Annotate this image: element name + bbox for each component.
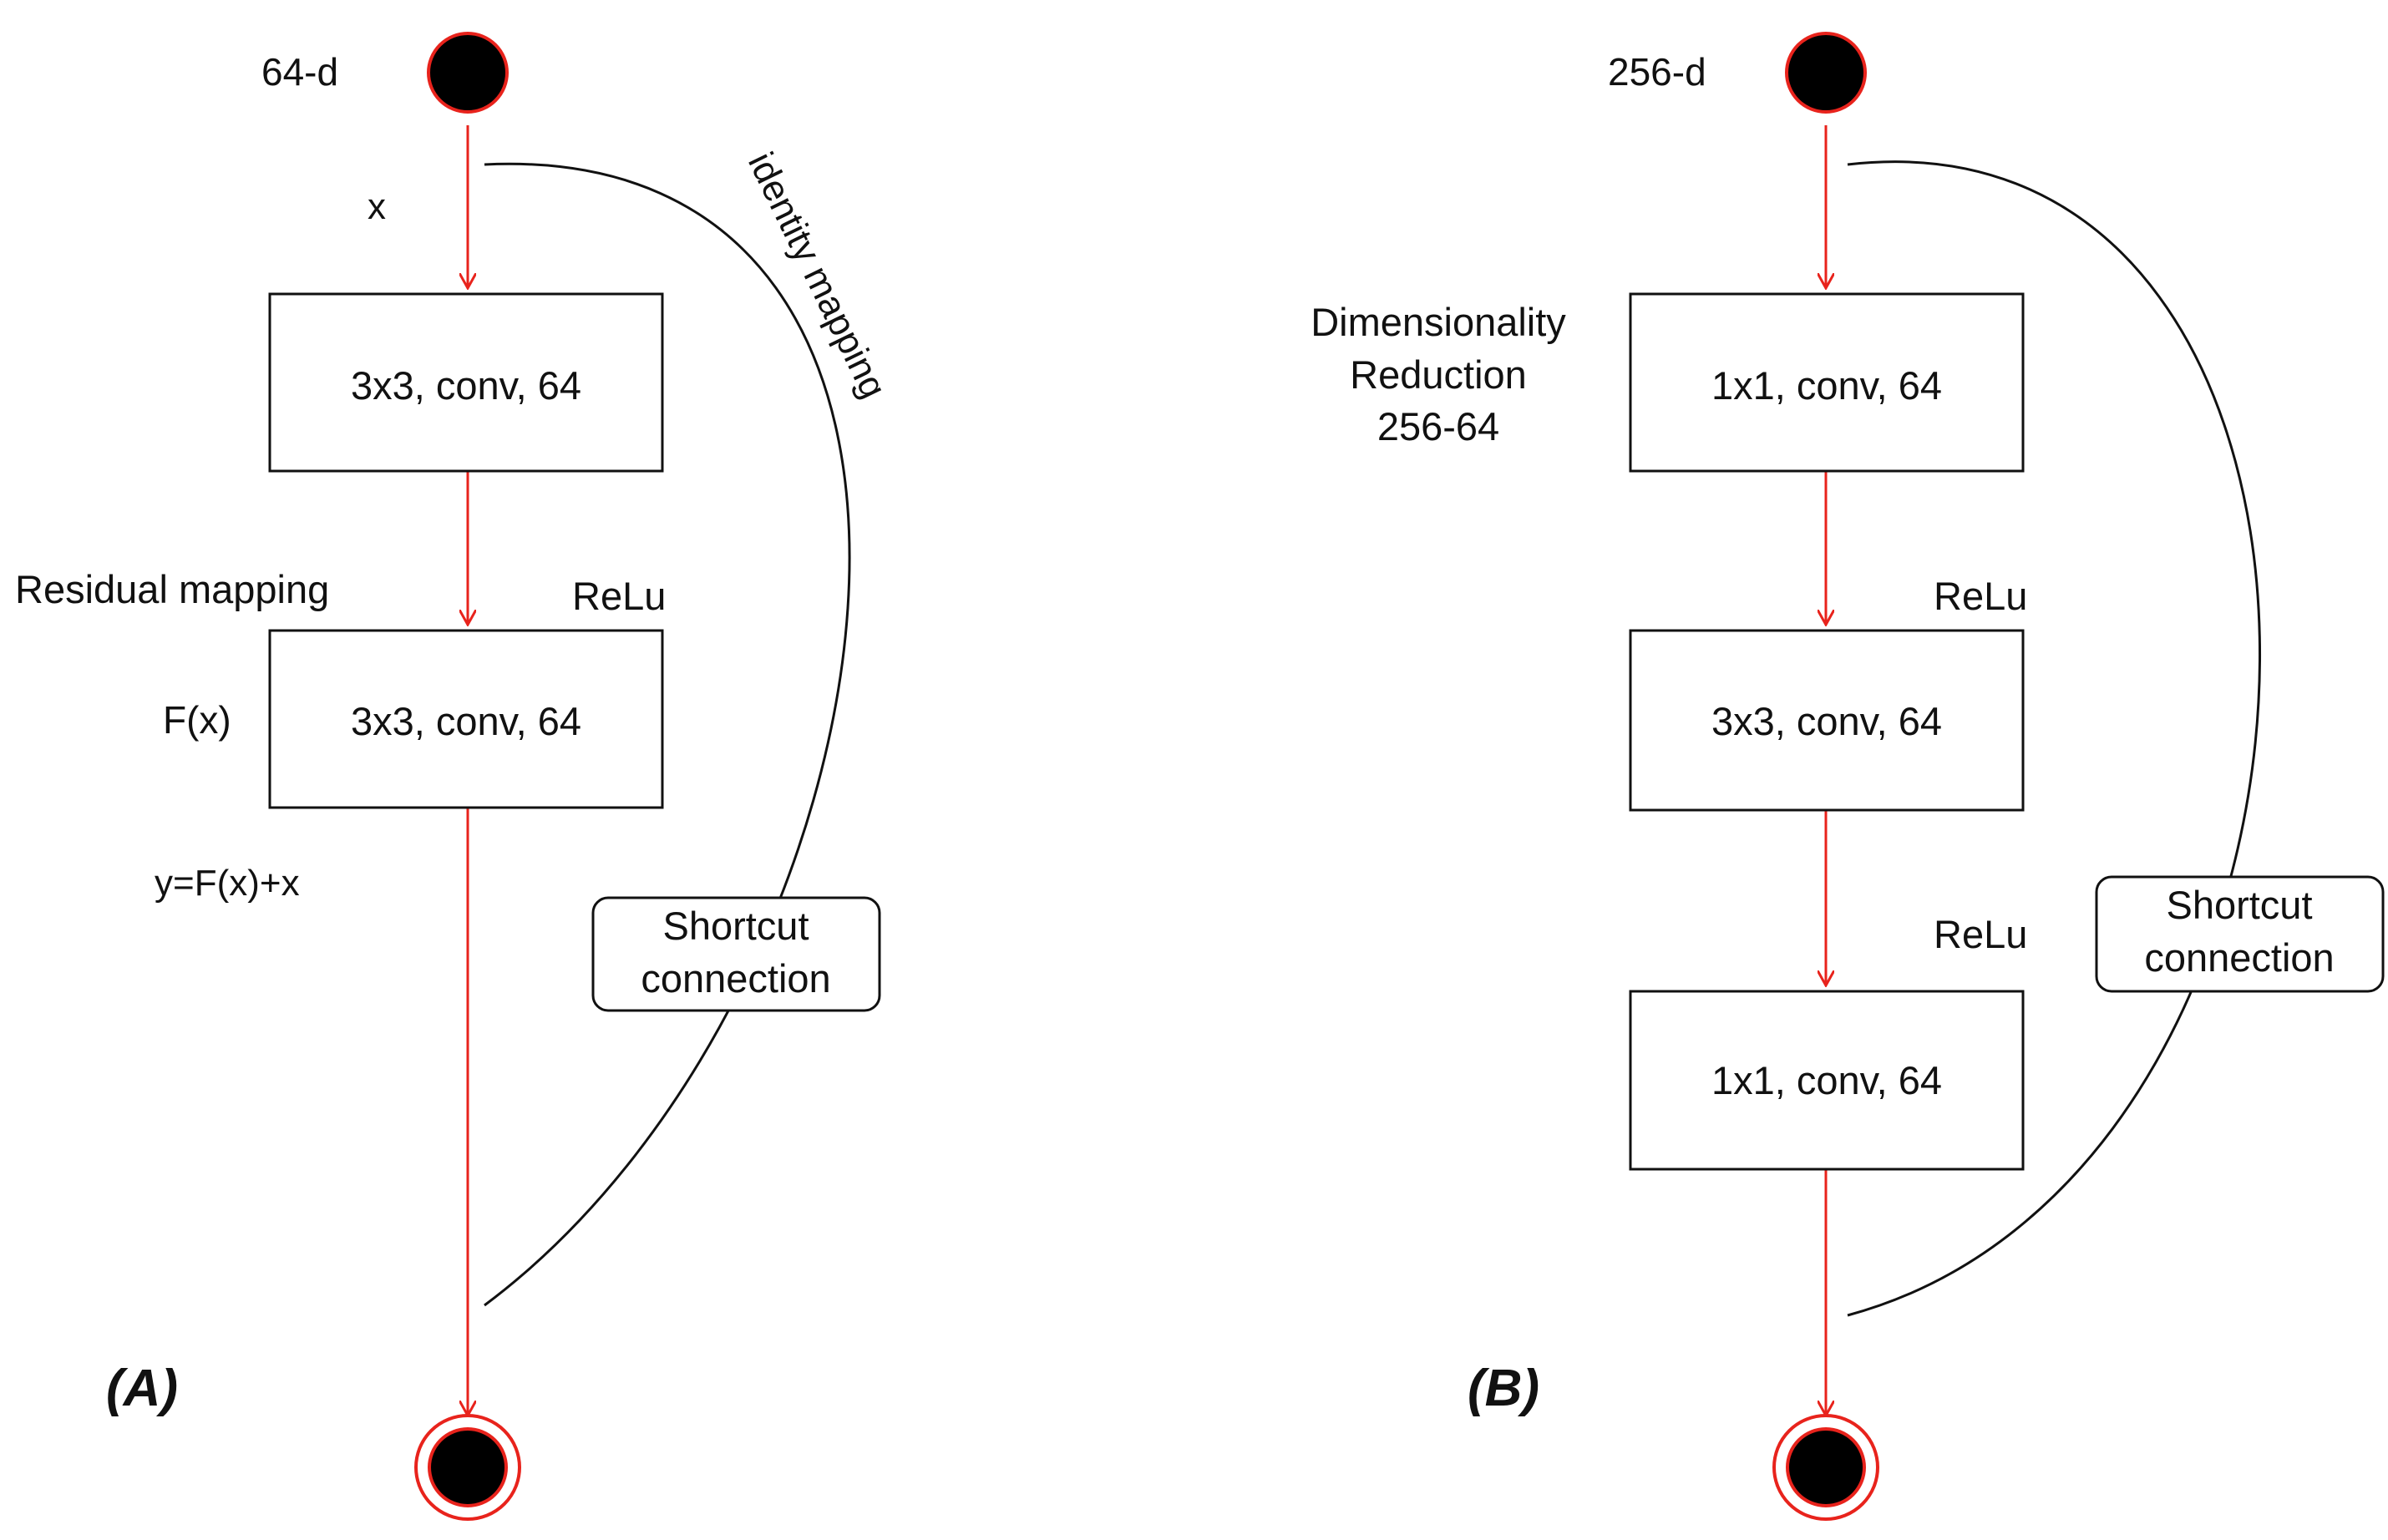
input-dim-label-b: 256-d: [1608, 50, 1706, 94]
fx-label: F(x): [163, 698, 231, 742]
panel-a: 64-d 3x3, conv, 64 3x3, conv, 64 x Resid…: [15, 32, 895, 1521]
relu-label-b-2: ReLu: [1934, 912, 2027, 956]
shortcut-text-a-1: Shortcut: [662, 904, 809, 948]
dim-reduction-line-1: Dimensionality: [1311, 300, 1566, 344]
conv-box-a-1-label: 3x3, conv, 64: [351, 363, 581, 408]
dim-reduction-line-2: Reduction: [1350, 352, 1527, 397]
conv-box-b-3-label: 1x1, conv, 64: [1711, 1058, 1942, 1102]
input-dim-label-a: 64-d: [261, 50, 338, 94]
shortcut-box-b: [2095, 875, 2385, 993]
panel-a-tag: (A): [106, 1360, 178, 1417]
panel-b: 256-d 1x1, conv, 64 3x3, conv, 64 1x1, c…: [1311, 32, 2385, 1521]
identity-curve-a: [484, 162, 851, 1307]
shortcut-text-b-1: Shortcut: [2166, 883, 2312, 927]
conv-box-a-1: [268, 292, 664, 473]
conv-box-a-2: [268, 629, 664, 809]
conv-box-a-2-label: 3x3, conv, 64: [351, 699, 581, 743]
conv-box-b-2-label: 3x3, conv, 64: [1711, 699, 1942, 743]
shortcut-text-a-2: connection: [641, 956, 830, 1000]
relu-label-b-1: ReLu: [1934, 574, 2027, 618]
start-node-b: [1785, 32, 1867, 114]
shortcut-box-a: [591, 896, 881, 1012]
conv-box-b-1-label: 1x1, conv, 64: [1711, 363, 1942, 408]
dim-reduction-line-3: 256-64: [1377, 404, 1499, 448]
identity-curve-b: [1847, 160, 2261, 1317]
relu-label-a: ReLu: [572, 574, 666, 618]
panel-b-tag: (B): [1468, 1360, 1539, 1417]
conv-box-b-2: [1629, 629, 2025, 812]
residual-mapping-label: Residual mapping: [15, 567, 329, 611]
conv-box-b-3: [1629, 990, 2025, 1171]
conv-box-b-1: [1629, 292, 2025, 473]
x-label-a: x: [368, 186, 386, 227]
y-equation-label: y=F(x)+x: [155, 863, 300, 904]
end-node-b: [1786, 1427, 1866, 1507]
end-node-a: [428, 1427, 508, 1507]
start-node-a: [427, 32, 509, 114]
shortcut-text-b-2: connection: [2144, 935, 2334, 980]
